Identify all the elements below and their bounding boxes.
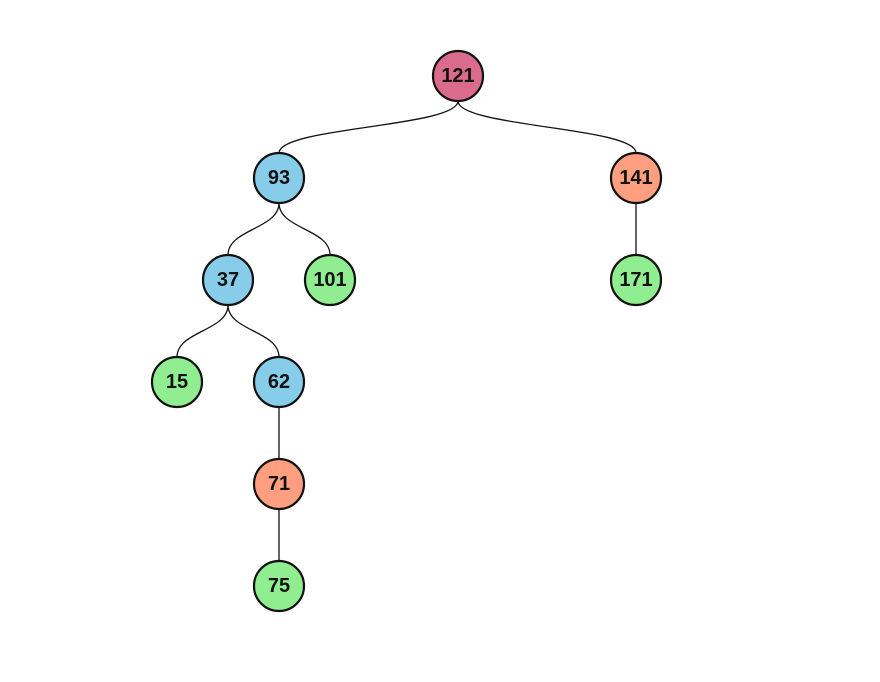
nodes-layer: 121 93 141 37 101 171 15 62 71 75 (150, 49, 663, 613)
node-circle-93 (252, 151, 306, 205)
node-circle-37 (201, 253, 255, 307)
edge-121-93 (278, 100, 459, 154)
node-label-62: 62 (268, 371, 290, 393)
tree-node-71: 71 (252, 457, 306, 511)
node-label-141: 141 (619, 167, 652, 189)
tree-node-93: 93 (252, 151, 306, 205)
tree-node-75: 75 (252, 559, 306, 613)
node-circle-141 (609, 151, 663, 205)
tree-node-15: 15 (150, 355, 204, 409)
node-label-171: 171 (619, 269, 652, 291)
tree-node-62: 62 (252, 355, 306, 409)
node-circle-75 (252, 559, 306, 613)
node-circle-15 (150, 355, 204, 409)
tree-node-101: 101 (303, 253, 357, 307)
tree-node-37: 37 (201, 253, 255, 307)
node-label-121: 121 (441, 65, 474, 87)
node-label-71: 71 (268, 473, 290, 495)
edges-layer (176, 100, 637, 561)
node-label-101: 101 (313, 269, 346, 291)
node-circle-121 (431, 49, 485, 103)
node-label-75: 75 (268, 575, 290, 597)
edge-37-15 (176, 304, 229, 358)
node-label-37: 37 (217, 269, 239, 291)
tree-node-141: 141 (609, 151, 663, 205)
edge-121-141 (457, 100, 637, 154)
edge-93-37 (227, 202, 280, 256)
node-circle-101 (303, 253, 357, 307)
node-label-93: 93 (268, 167, 290, 189)
node-circle-171 (609, 253, 663, 307)
tree-node-121: 121 (431, 49, 485, 103)
edge-37-62 (227, 304, 280, 358)
node-label-15: 15 (166, 371, 188, 393)
node-circle-62 (252, 355, 306, 409)
node-circle-71 (252, 457, 306, 511)
edge-93-101 (278, 202, 331, 256)
tree-node-171: 171 (609, 253, 663, 307)
